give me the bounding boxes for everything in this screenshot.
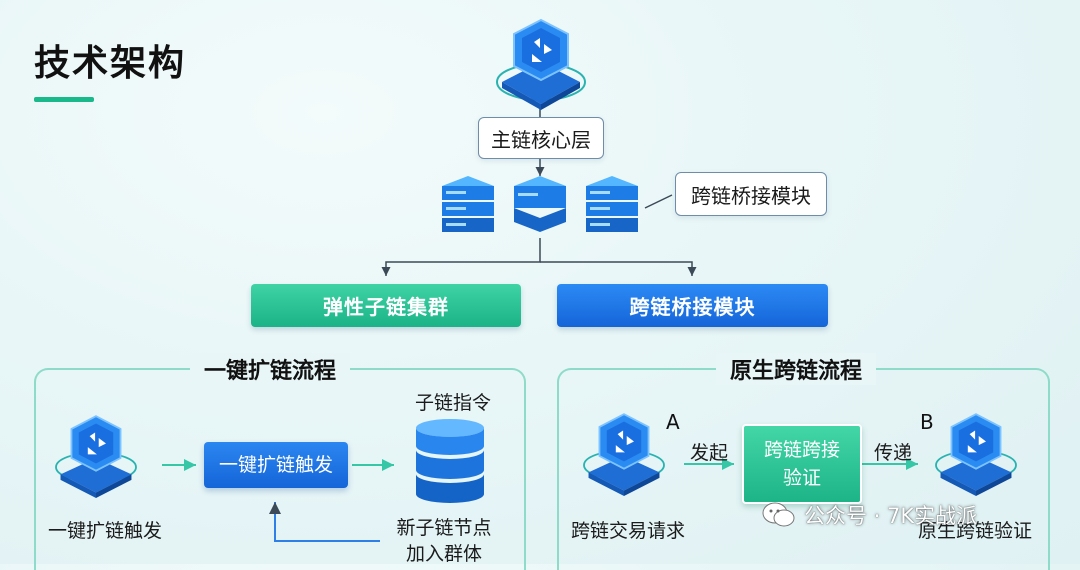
database-icon [416, 419, 484, 503]
title-underline [34, 97, 94, 102]
chain-b-icon [935, 413, 1017, 496]
native-verify-label: 原生跨链验证 [917, 520, 1032, 542]
right-panel-title: 原生跨链流程 [716, 353, 877, 385]
feedback-arrow [269, 502, 380, 542]
server-stack-right [586, 176, 638, 232]
subchain-command-label: 子链指令 [414, 392, 491, 414]
bridge-module-callout: 跨链桥接模块 [675, 172, 827, 216]
new-node-label: 新子链节点 加入群体 [384, 516, 504, 567]
send-edge-label: 发起 [689, 442, 728, 464]
server-stack-center [514, 176, 566, 232]
cross-chain-request-label: 跨链交易请求 [570, 520, 685, 542]
watermark: 公众号 · 7K实战派 [762, 500, 977, 530]
new-node-label-line2: 加入群体 [405, 542, 482, 565]
server-stack-icons [442, 176, 638, 232]
cross-chain-bridge-bar: 跨链桥接模块 [557, 284, 828, 327]
left-panel-title: 一键扩链流程 [190, 353, 351, 385]
cross-chain-verify-box: 跨链跨接 验证 [742, 424, 862, 504]
new-node-label-line1: 新子链节点 [396, 517, 492, 539]
bridge-pointer [644, 194, 673, 209]
chain-a-icon [583, 413, 665, 496]
expand-node-icon [55, 415, 137, 498]
expand-trigger-button[interactable]: 一键扩链触发 [204, 442, 348, 488]
chain-b-letter: B [920, 410, 934, 434]
verify-line1: 跨链跨接 [763, 438, 840, 461]
verify-line2: 验证 [782, 467, 821, 489]
relay-edge-label: 传递 [873, 442, 912, 464]
wechat-icon [762, 502, 795, 527]
split-left-arrow [381, 238, 541, 276]
expand-node-label: 一键扩链触发 [47, 520, 162, 542]
page-title: 技术架构 [34, 43, 187, 84]
chain-core-icon [496, 18, 586, 110]
server-stack-left [442, 176, 494, 232]
split-right-arrow [540, 261, 697, 276]
watermark-text: 公众号 · 7K实战派 [804, 504, 978, 528]
core-layer-box: 主链核心层 [478, 117, 604, 159]
chain-a-letter: A [666, 410, 680, 434]
elastic-subchain-bar: 弹性子链集群 [251, 284, 521, 327]
